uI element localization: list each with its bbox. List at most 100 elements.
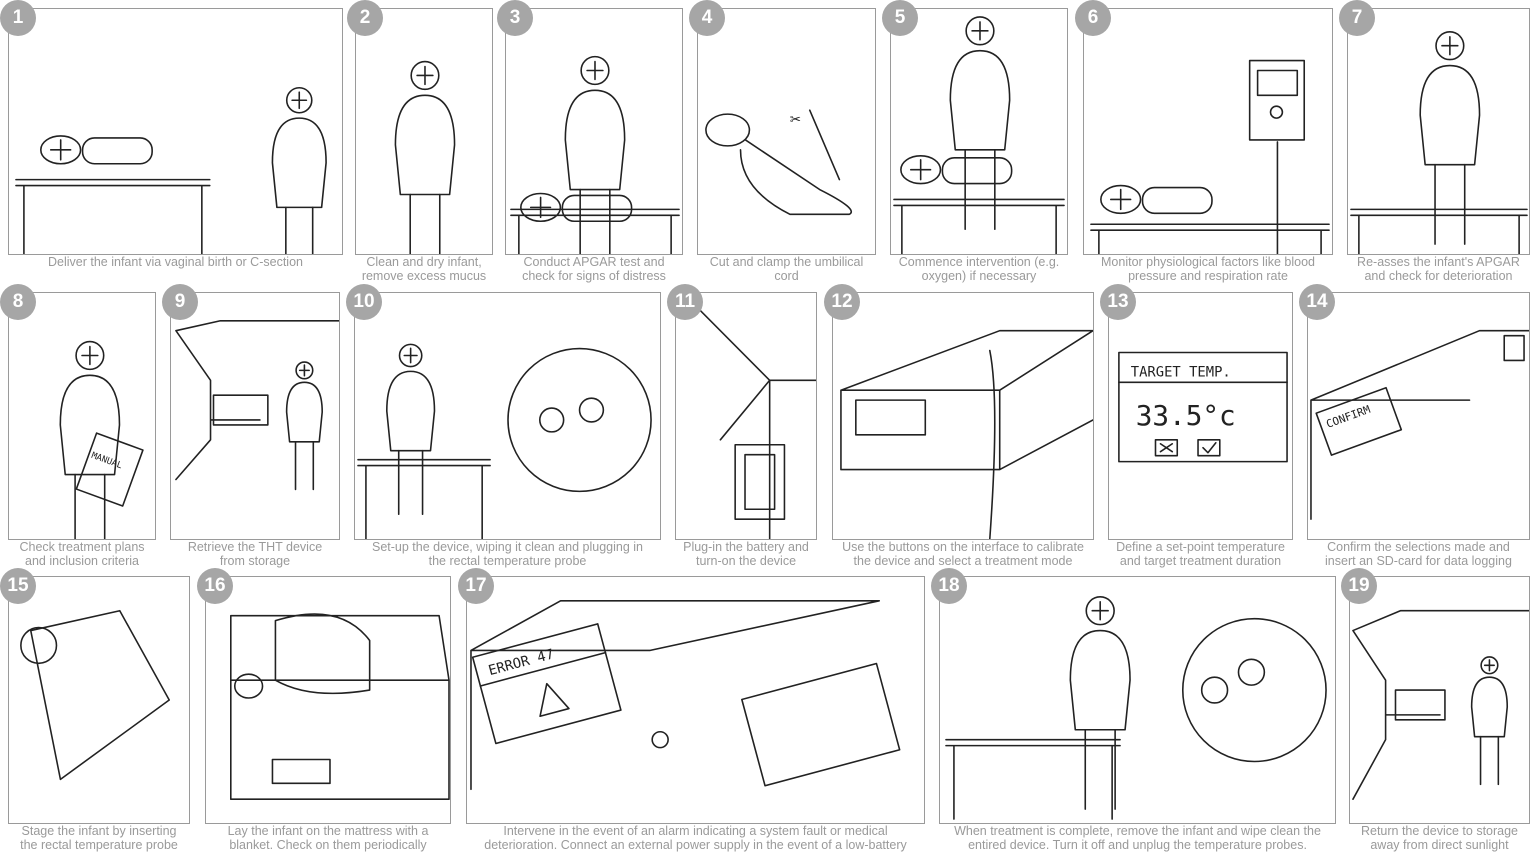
storyboard-panel-14: CONFIRM [1307, 292, 1530, 540]
step-number-badge: 14 [1299, 284, 1335, 320]
step-number-badge: 13 [1100, 284, 1136, 320]
caption-line: Confirm the selections made and [1327, 540, 1510, 554]
step-19-illustration [1352, 609, 1529, 800]
caption-line: the rectal temperature probe [428, 553, 587, 568]
step-number-badge: 11 [667, 284, 703, 320]
caption-line: and check for deterioration [1364, 268, 1513, 283]
storyboard-panel-10 [354, 292, 661, 540]
svg-text:33.5°c: 33.5°c [1136, 399, 1236, 432]
step-number-badge: 3 [497, 0, 533, 36]
step-number-badge: 5 [882, 0, 918, 36]
storyboard-panel-11 [675, 292, 817, 540]
step-18-illustration [945, 596, 1327, 820]
step-number-badge: 4 [689, 0, 725, 36]
caption-line: turn-on the device [695, 553, 797, 568]
step-caption: Deliver the infant via vaginal birth or … [8, 255, 343, 270]
caption-line: check for signs of distress [522, 268, 666, 283]
step-8-illustration: MANUAL [59, 340, 144, 539]
caption-line: Retrieve the THT device [187, 540, 323, 554]
storyboard-panel-18 [939, 576, 1336, 824]
caption-line: the device and select a treatment mode [853, 553, 1073, 568]
caption-line: Clean and dry infant, [366, 255, 482, 269]
caption-line: Set-up the device, wiping it clean and p… [371, 540, 643, 554]
step-11-illustration [690, 300, 816, 539]
step-13-illustration: TARGET TEMP. 33.5°c [1118, 351, 1288, 463]
storyboard-panel-7 [1347, 8, 1530, 255]
step-4-illustration: ✂ [705, 109, 852, 216]
step-2-illustration [394, 60, 456, 254]
storyboard-panel-13: TARGET TEMP. 33.5°c [1108, 292, 1293, 540]
step-6-illustration [1090, 59, 1330, 254]
step-12-illustration [840, 329, 1093, 539]
caption-line: away from direct sunlight [1370, 837, 1509, 852]
caption-line: insert an SD-card for data logging [1325, 553, 1512, 568]
step-17-illustration: ERROR 47 [470, 600, 901, 791]
step-number-badge: 19 [1341, 568, 1377, 604]
caption-line: Return the device to storage [1360, 824, 1519, 838]
step-caption: Clean and dry infant,remove excess mucus [355, 255, 493, 283]
storyboard-panel-4: ✂ [697, 8, 876, 255]
caption-line: Check treatment plans [19, 540, 145, 554]
storyboard-panel-19 [1349, 576, 1530, 824]
caption-line: Cut and clamp the umbilical [709, 255, 864, 269]
step-caption: Intervene in the event of an alarm indic… [466, 824, 925, 852]
step-9-illustration [175, 319, 339, 491]
step-3-illustration [510, 55, 680, 254]
storyboard-panel-3 [505, 8, 683, 255]
storyboard-panel-16 [205, 576, 451, 824]
step-16-illustration [230, 613, 450, 800]
storyboard-panel-2 [355, 8, 493, 255]
step-caption: Monitor physiological factors like blood… [1083, 255, 1333, 283]
step-number-badge: 2 [347, 0, 383, 36]
step-caption: Use the buttons on the interface to cali… [832, 540, 1094, 568]
step-1-illustration [15, 86, 327, 254]
caption-line: entired device. Turn it off and unplug t… [968, 837, 1307, 852]
step-15-illustration [20, 609, 171, 781]
caption-line: Monitor physiological factors like blood [1101, 255, 1315, 269]
caption-line: Lay the infant on the mattress with a [227, 824, 429, 838]
storyboard-panel-8: MANUAL [8, 292, 156, 540]
storyboard-panel-5 [890, 8, 1068, 255]
caption-line: deterioration. Connect an external power… [484, 837, 907, 852]
step-number-badge: 6 [1075, 0, 1111, 36]
step-caption: When treatment is complete, remove the i… [939, 824, 1336, 852]
caption-line: Define a set-point temperature [1116, 540, 1285, 554]
step-number-badge: 17 [458, 568, 494, 604]
step-caption: Commence intervention (e.g.oxygen) if ne… [890, 255, 1068, 283]
step-caption: Set-up the device, wiping it clean and p… [354, 540, 661, 568]
step-10-illustration [357, 343, 652, 539]
svg-text:MANUAL: MANUAL [90, 451, 124, 471]
caption-line: from storage [219, 553, 291, 568]
caption-line: and inclusion criteria [25, 553, 139, 568]
step-number-badge: 8 [0, 284, 36, 320]
storyboard-panel-12 [832, 292, 1094, 540]
caption-line: Use the buttons on the interface to cali… [842, 540, 1084, 554]
svg-text:✂: ✂ [790, 109, 801, 130]
step-number-badge: 16 [197, 568, 233, 604]
step-number-badge: 15 [0, 568, 36, 604]
svg-text:TARGET TEMP.: TARGET TEMP. [1131, 364, 1231, 380]
caption-line: Stage the infant by inserting [21, 824, 177, 838]
step-number-badge: 1 [0, 0, 36, 36]
caption-line: Deliver the infant via vaginal birth or … [48, 255, 303, 269]
step-14-illustration: CONFIRM [1310, 329, 1529, 520]
caption-line: Intervene in the event of an alarm indic… [503, 824, 888, 838]
storyboard-panel-15 [8, 576, 190, 824]
caption-line: remove excess mucus [361, 268, 487, 283]
storyboard-panel-9 [170, 292, 340, 540]
step-number-badge: 18 [931, 568, 967, 604]
caption-line: Plug-in the battery and [683, 540, 809, 554]
step-number-badge: 7 [1339, 0, 1375, 36]
caption-line: Commence intervention (e.g. [898, 255, 1060, 269]
